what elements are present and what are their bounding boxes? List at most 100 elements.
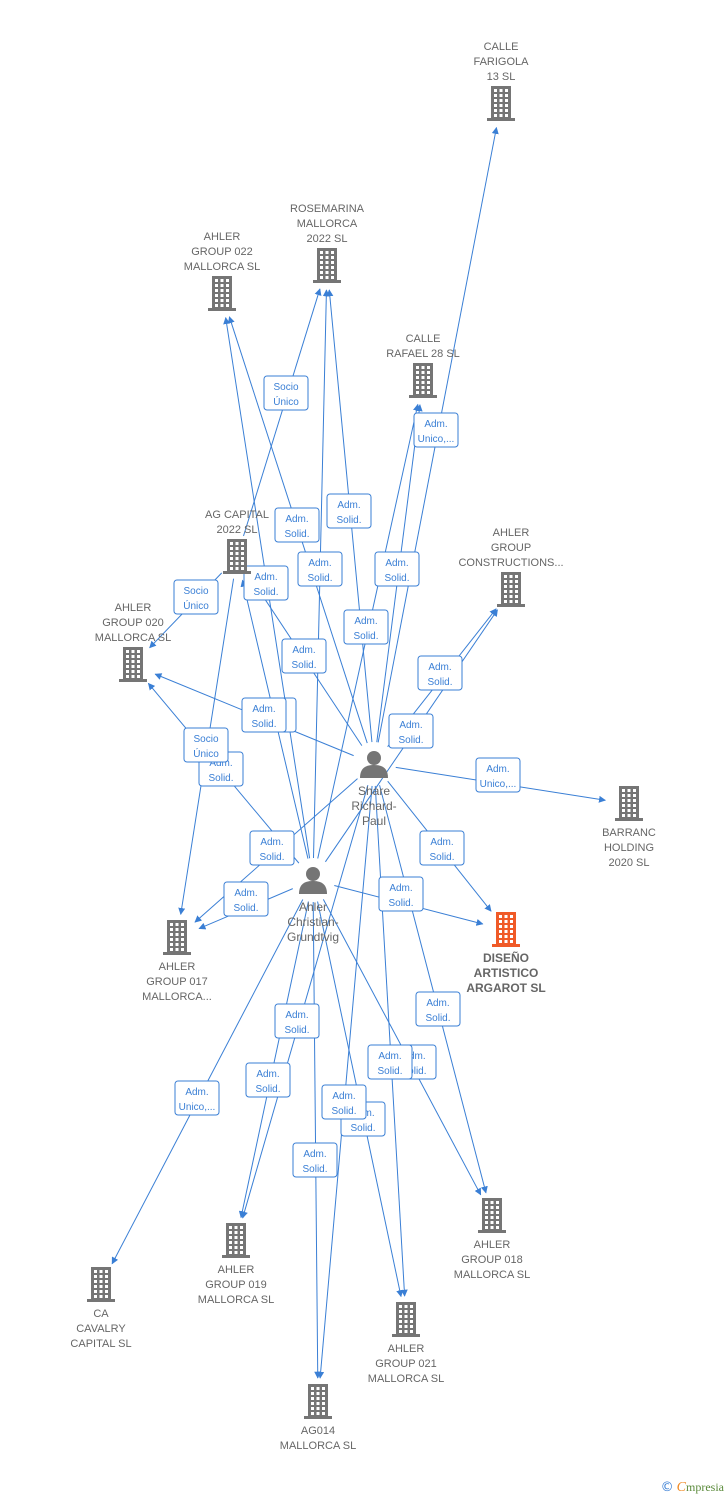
building-icon [492, 912, 520, 947]
building-icon [119, 647, 147, 682]
company-name: ROSEMARINA [290, 203, 365, 215]
edge-role-label[interactable]: Adm. Unico,... [174, 1080, 220, 1116]
edge-role-label[interactable]: Adm.Solid. [367, 1044, 413, 1080]
edge-role-text: Solid. [353, 631, 378, 642]
edge-role-text: Solid. [284, 529, 309, 540]
edge-role-label[interactable]: Adm.Solid. [274, 1003, 320, 1039]
edge-role-label[interactable]: Adm.Solid. [321, 1084, 367, 1120]
edge-role-text: Solid. [350, 1123, 375, 1134]
edge-role-label[interactable]: Adm. Solid. [415, 991, 461, 1027]
company-node-ahler_constructions[interactable]: AHLERGROUPCONSTRUCTIONS... [458, 527, 564, 607]
building-icon [497, 572, 525, 607]
edge-role-text: Unico,... [179, 1102, 216, 1113]
building-icon [392, 1302, 420, 1337]
edge-role-label[interactable]: Adm.Solid. [374, 551, 420, 587]
company-name: 2022 SL [217, 524, 258, 536]
edge-role-text: Adm. [285, 1010, 308, 1021]
edge-role-text: Adm. [332, 1091, 355, 1102]
edge-role-text: Solid. [384, 573, 409, 584]
company-name: MALLORCA SL [198, 1294, 274, 1306]
edge-role-label[interactable]: Adm.Solid. [245, 1062, 291, 1098]
edge-ahler_c-to-ahler_019 [238, 901, 309, 1219]
edge-role-label[interactable]: Adm.Unico,... [413, 412, 459, 448]
edge-role-text: Adm. [209, 758, 232, 769]
edge-role-text: Solid. [307, 573, 332, 584]
company-name: 13 SL [487, 71, 516, 83]
edge-role-label[interactable]: Adm. Solid. [297, 551, 343, 587]
company-node-ag_capital[interactable]: AG CAPITAL 2022 SL [205, 509, 269, 574]
edge-role-text: Adm. [234, 888, 257, 899]
company-name: AHLER [474, 1239, 511, 1251]
company-name: GROUP 022 [191, 246, 253, 258]
edge-share-to-ahler_019 [241, 784, 369, 1219]
edge-role-text: Solid. [398, 735, 423, 746]
company-name: MALLORCA SL [184, 261, 260, 273]
edge-role-text: Adm. [426, 998, 449, 1009]
edge-role-text: Adm. [486, 764, 509, 775]
edge-role-label[interactable]: Adm. Solid. [326, 493, 372, 529]
company-name: ARTISTICO [474, 966, 539, 980]
edge-role-label[interactable]: Adm.Solid. [243, 565, 289, 601]
edge-share-to-ahler_018 [379, 785, 488, 1194]
edge-role-text: Adm. [254, 572, 277, 583]
person-name: Paul [362, 814, 386, 828]
brand-initial: C [676, 1480, 686, 1495]
edge-role-text: Solid. [425, 1013, 450, 1024]
edge-role-label[interactable]: Adm.Solid. [419, 830, 465, 866]
company-name: GROUP 020 [102, 617, 164, 629]
edge-role-text: Adm. [185, 1087, 208, 1098]
edge-role-label[interactable]: Adm.Solid. [241, 697, 287, 733]
person-icon [360, 751, 388, 778]
company-name: AHLER [204, 231, 241, 243]
person-name: Richard- [351, 799, 396, 813]
edge-role-label[interactable]: Adm.Solid. [388, 713, 434, 749]
edge-role-label[interactable]: Adm.Solid. [417, 655, 463, 691]
edge-role-label[interactable]: Adm. Solid. [343, 609, 389, 645]
brand-name: mpresia [686, 1480, 724, 1494]
edge-role-text: Adm. [428, 662, 451, 673]
footer-brand[interactable]: ©Cmpresia [661, 1480, 724, 1496]
company-name: AG CAPITAL [205, 509, 269, 521]
edge-role-text: Único [273, 395, 299, 408]
edge-role-text: Solid. [336, 515, 361, 526]
company-name: GROUP 018 [461, 1254, 523, 1266]
edge-share-to-ahler_021 [374, 785, 408, 1297]
edge-role-label[interactable]: Adm.Solid. [292, 1142, 338, 1178]
edge-role-label[interactable]: Adm.Solid. [249, 830, 295, 866]
edge-role-text: Solid. [401, 1066, 426, 1077]
edge-role-label[interactable]: Adm.Solid. [281, 638, 327, 674]
edge-role-label[interactable]: Adm.Solid. [223, 881, 269, 917]
edge-role-label[interactable]: Adm.Solid. [274, 507, 320, 543]
edge-role-text: Solid. [388, 898, 413, 909]
company-name: AHLER [159, 961, 196, 973]
company-name: FARIGOLA [473, 56, 529, 68]
company-name: GROUP 019 [205, 1279, 267, 1291]
edge-role-text: Adm. [308, 558, 331, 569]
edge-role-text: Adm. [337, 500, 360, 511]
company-name: MALLORCA [297, 218, 358, 230]
edge-role-label[interactable]: Adm.Unico,... [475, 757, 521, 793]
edge-role-text: Adm. [354, 616, 377, 627]
building-icon [487, 86, 515, 121]
edge-role-text: Adm. [402, 1051, 425, 1062]
edge-role-label[interactable]: Adm.Solid. [378, 876, 424, 912]
company-name: MALLORCA SL [368, 1373, 444, 1385]
